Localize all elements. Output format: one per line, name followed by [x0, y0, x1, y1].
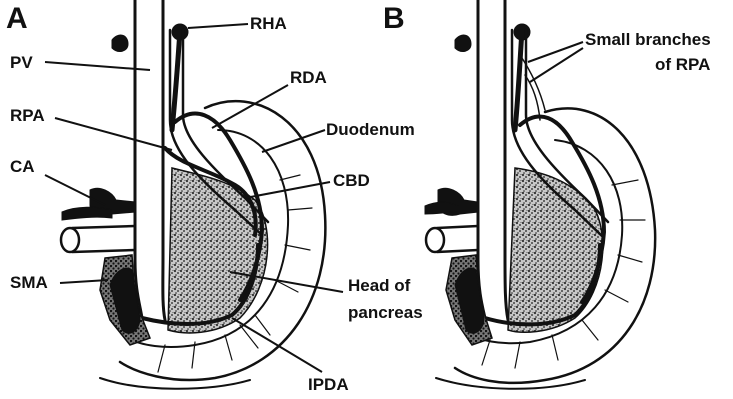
b-rha-origin — [514, 24, 530, 40]
celiac-branch — [62, 207, 112, 220]
sma-tube — [72, 226, 135, 252]
leader-ipda — [232, 318, 322, 372]
b-small-branches-rpa — [520, 55, 545, 120]
portal-vein — [135, 0, 142, 318]
leader-duodenum — [262, 130, 325, 152]
label-duodenum: Duodenum — [326, 120, 415, 139]
leader-rha — [188, 24, 248, 28]
panel-a-label: A — [6, 2, 28, 35]
rha-origin — [172, 24, 188, 40]
label-rda: RDA — [290, 68, 327, 87]
leader-small-branches-1 — [528, 42, 583, 62]
label-small-branches-line1: Small branches — [585, 30, 711, 49]
label-ipda: IPDA — [308, 375, 349, 394]
b-portal-vein — [478, 0, 485, 318]
sma-lumen — [61, 228, 79, 252]
rha-vessel — [172, 30, 180, 130]
leader-rpa — [55, 118, 172, 150]
label-cbd: CBD — [333, 171, 370, 190]
b-sma-lumen — [426, 228, 444, 252]
label-rha: RHA — [250, 14, 287, 33]
portal-vein-wall — [163, 0, 165, 320]
label-pv: PV — [10, 53, 33, 72]
leader-cbd — [245, 182, 330, 198]
panel-a: A — [6, 0, 423, 394]
b-celiac-branch — [425, 202, 458, 214]
head-of-pancreas — [168, 168, 268, 333]
left-hepatic-stub — [112, 35, 128, 51]
b-left-hepatic-stub — [455, 35, 471, 51]
b-rha-vessel — [515, 30, 522, 130]
panel-b-label: B — [383, 2, 405, 35]
label-rpa: RPA — [10, 106, 45, 125]
label-head-of-pancreas-line1: Head of — [348, 276, 411, 295]
label-head-of-pancreas-line2: pancreas — [348, 303, 423, 322]
label-small-branches-line2: of RPA — [655, 55, 710, 74]
leader-small-branches-2 — [530, 48, 583, 82]
leader-rda — [212, 85, 288, 128]
label-ca: CA — [10, 157, 35, 176]
b-portal-vein-wall — [505, 0, 508, 320]
label-sma: SMA — [10, 273, 48, 292]
panel-b: B Small b — [383, 0, 711, 389]
